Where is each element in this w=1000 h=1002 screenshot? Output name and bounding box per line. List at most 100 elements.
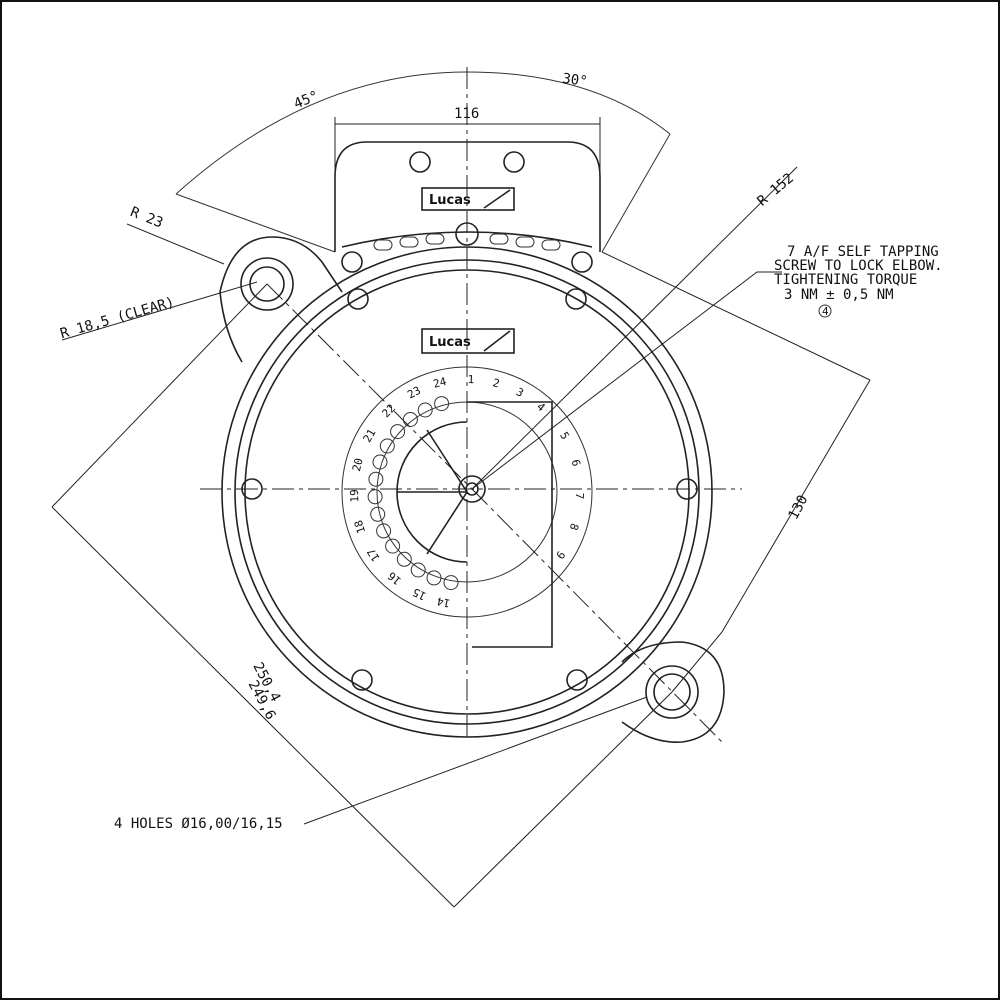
note-screw-3: TIGHTENING TORQUE: [774, 272, 917, 288]
vent-slot: [425, 233, 445, 245]
ring-hole: [390, 424, 406, 440]
ring-hole: [434, 396, 450, 412]
centerline-lug-right: [471, 488, 723, 743]
lug-right-hole-outer: [645, 665, 699, 719]
note-screw-2: SCREW TO LOCK ELBOW.: [774, 258, 943, 274]
note-holes: 4 HOLES Ø16,00/16,15: [114, 816, 283, 832]
dim-250-ext-left: [51, 283, 268, 508]
vent-slot: [399, 236, 419, 248]
ring-number: 24: [432, 375, 448, 391]
ring-number: 1: [467, 373, 474, 386]
bolt-icon: [571, 251, 593, 273]
dim-r23-leader: [126, 223, 225, 265]
ring-hole: [396, 551, 412, 567]
ring-hole: [368, 471, 384, 487]
ring-hole: [443, 575, 459, 591]
ring-number: 20: [350, 457, 366, 473]
vent-slots: [373, 233, 561, 251]
logo-top-text: Lucas: [429, 193, 471, 208]
dim-radius-outer: R 152: [754, 170, 797, 209]
ring-number: 18: [352, 518, 368, 535]
ring-hole: [372, 454, 388, 470]
ring-number: 19: [348, 489, 361, 503]
dim-130-ext-bottom: [671, 631, 723, 693]
logo-main-slash: [483, 330, 511, 352]
vent-slot: [541, 239, 561, 251]
dim-130-ext-top: [601, 251, 871, 381]
sweep-arc: [175, 71, 671, 195]
note-screw-leader: [471, 271, 758, 490]
logo-top-box: [421, 187, 515, 211]
ring-hole: [402, 412, 418, 427]
lug-right: [621, 641, 725, 743]
note-screw-4: 3 NM ± 0,5 NM: [784, 287, 894, 303]
dim-250-ext-right: [453, 691, 673, 908]
vent-slot: [373, 239, 393, 251]
ring-number: 23: [405, 384, 423, 402]
ring-number: 14: [435, 594, 451, 610]
centerline-lug-left: [266, 283, 473, 490]
dimension-lines: [51, 117, 871, 908]
dim-width-top: 116: [454, 106, 479, 122]
ring-hole: [385, 538, 401, 554]
sweep-right-limit: [601, 133, 671, 253]
bolt-icon: [409, 151, 431, 173]
bolt-icon: [565, 288, 587, 310]
sweep-left-limit: [175, 193, 336, 253]
lug-left-hole-outer: [240, 257, 294, 311]
ring-number: 7: [573, 492, 586, 499]
note-ref: 4: [822, 305, 829, 318]
bolt-icon: [503, 151, 525, 173]
note-ref-circle: [818, 304, 832, 318]
ring-number: 21: [361, 427, 379, 445]
ring-hole: [426, 570, 442, 586]
lug-right-hole: [653, 673, 691, 711]
dim-130: 130: [786, 493, 812, 523]
bolt-icon: [566, 669, 588, 691]
ring-number: 16: [385, 569, 404, 587]
ring-number: 6: [569, 458, 583, 468]
ring-hole: [370, 506, 386, 522]
dim-radius-clear: R 18,5 (CLEAR): [58, 294, 176, 342]
logo-top-slash: [483, 189, 511, 209]
ring-hole: [379, 438, 395, 454]
body-inner: [244, 269, 690, 715]
ring-hole: [410, 562, 426, 578]
ring-number: 3: [514, 385, 526, 400]
ring-number: 8: [567, 522, 581, 532]
notes: 7 A/F SELF TAPPING SCREW TO LOCK ELBOW. …: [114, 244, 943, 832]
ring-hole: [367, 489, 383, 505]
note-holes-leader: [303, 696, 648, 825]
dim-r152-leader: [471, 166, 798, 490]
terminal-plate: [467, 401, 553, 648]
bolt-icon: [341, 251, 363, 273]
ring-number: 2: [491, 376, 501, 390]
geometry-layer: [175, 67, 742, 743]
ring-number: 9: [553, 548, 567, 561]
bolt-icon: [351, 669, 373, 691]
ring-hole: [376, 523, 392, 539]
ring-number: 15: [411, 585, 429, 602]
ring-number: 17: [365, 546, 383, 564]
lug-left: [219, 236, 343, 293]
spoke-3: [426, 491, 468, 555]
dim-angle-right: 30°: [561, 71, 588, 90]
ring-number: 5: [557, 430, 572, 442]
dimension-text: 45° 30° 116 R 152 R 23 R 18,5 (CLEAR) 13…: [58, 71, 811, 723]
ring-hole: [417, 402, 433, 418]
dim-r185-leader: [61, 281, 258, 341]
lug-left-edge: [219, 291, 243, 363]
bolt-icon: [347, 288, 369, 310]
vent-slot: [489, 233, 509, 245]
dim-250-line: [51, 506, 455, 908]
note-screw-1: 7 A/F SELF TAPPING: [787, 244, 939, 260]
logo-main-box: [421, 328, 515, 354]
logo-main-text: Lucas: [429, 335, 471, 350]
dim-130-line: [721, 379, 871, 633]
dim-angle-left: 45°: [292, 88, 321, 112]
ring-number: 22: [380, 402, 399, 421]
dim-radius-lug: R 23: [128, 204, 165, 231]
vent-slot: [515, 236, 535, 248]
